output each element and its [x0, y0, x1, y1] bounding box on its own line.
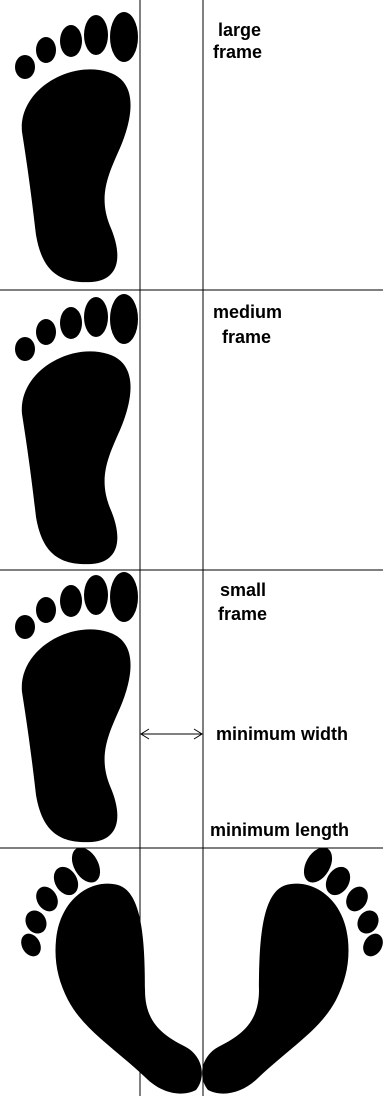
foot-medium-icon [15, 294, 138, 564]
double-arrow-icon [141, 729, 202, 739]
label-small-frame: frame [218, 604, 267, 625]
label-medium-frame: frame [222, 327, 271, 348]
label-minimum-width: minimum width [216, 724, 348, 745]
label-large: large [218, 20, 261, 41]
label-minimum-length: minimum length [210, 820, 349, 841]
label-large-frame: frame [213, 42, 262, 63]
foot-pair-right-icon [202, 843, 383, 1094]
foot-large-icon [15, 12, 138, 282]
label-medium: medium [213, 302, 282, 323]
label-small: small [220, 580, 266, 601]
foot-pair-left-icon [17, 843, 202, 1094]
foot-small-icon [15, 572, 138, 842]
